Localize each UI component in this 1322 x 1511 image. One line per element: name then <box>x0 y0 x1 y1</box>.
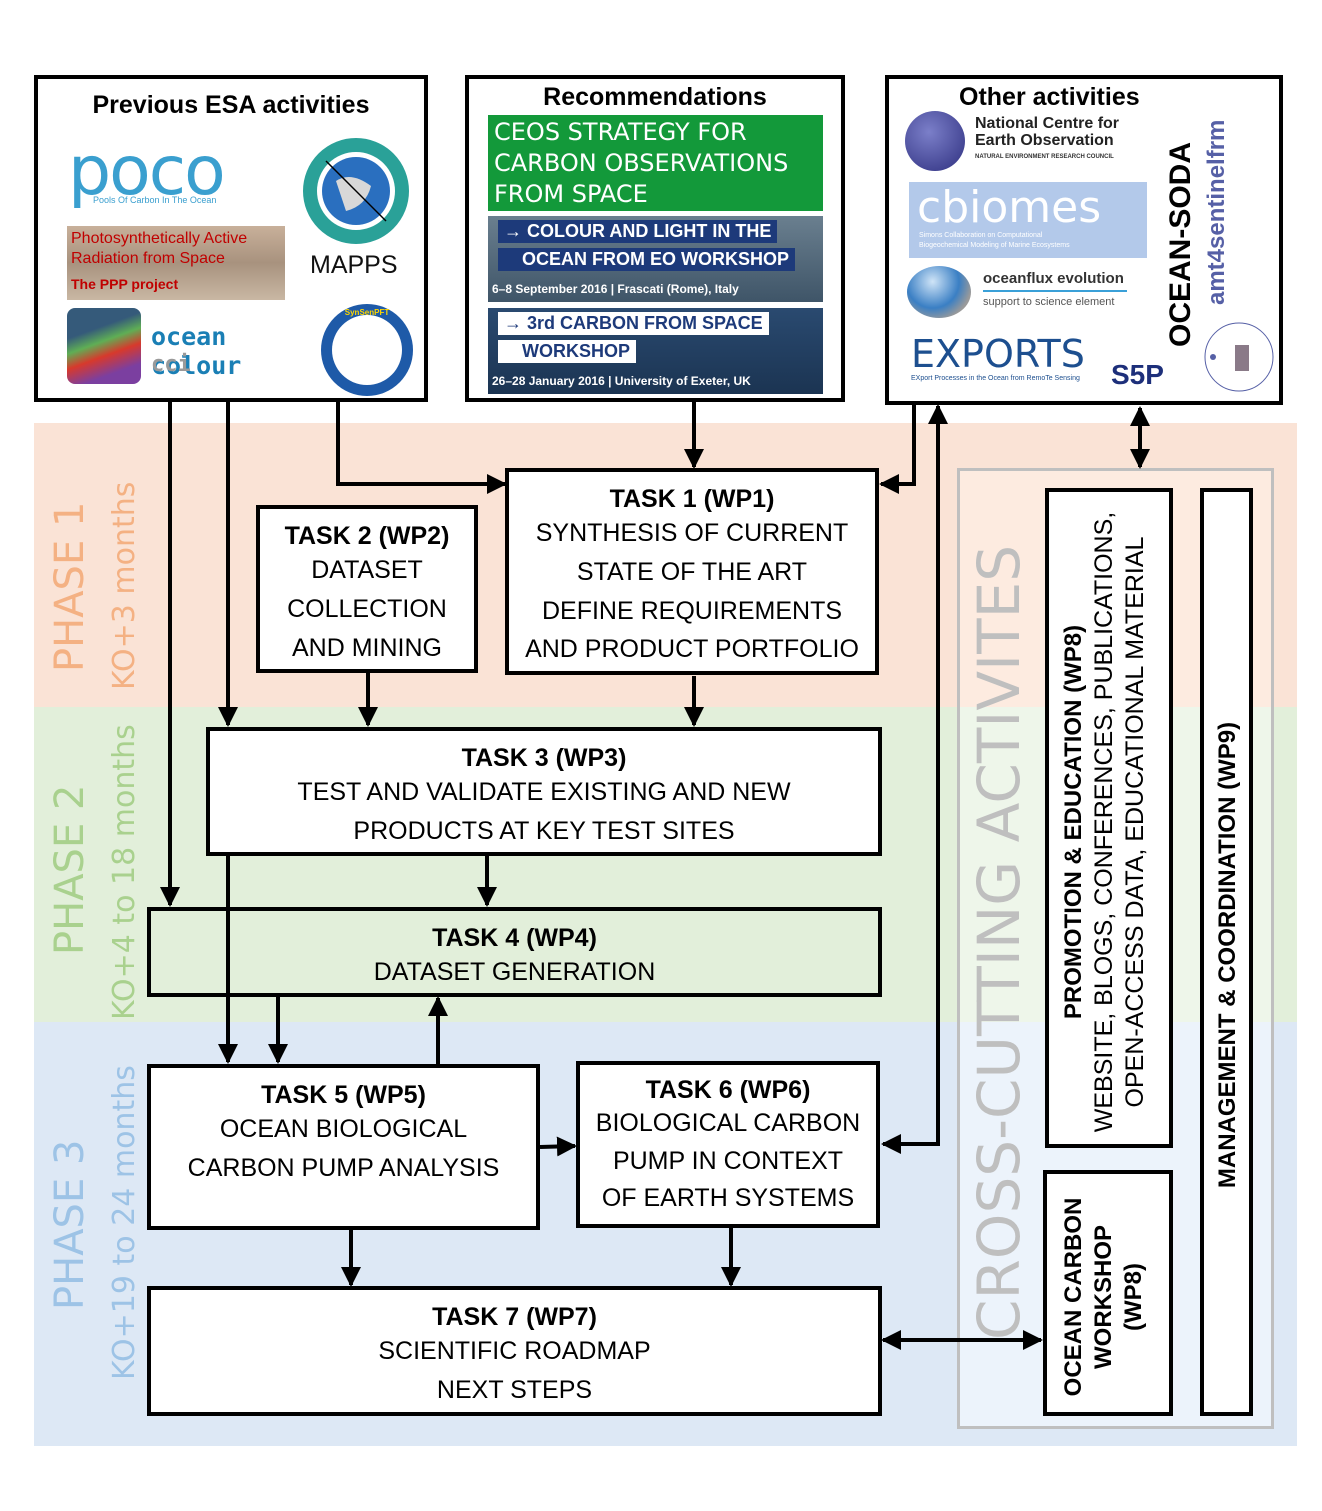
task-4-line1: DATASET GENERATION <box>373 958 656 986</box>
oceanflux-globe-icon <box>907 266 971 318</box>
oceanflux-logo[interactable]: oceanflux evolution support to science e… <box>907 264 1147 324</box>
nceo-sub: NATURAL ENVIRONMENT RESEARCH COUNCIL <box>975 154 1114 160</box>
synsenpft-inner-icon <box>332 315 402 385</box>
nceo-globe-icon <box>905 111 965 171</box>
colour-light-line2: OCEAN FROM EO WORKSHOP <box>498 248 796 271</box>
cbiomes-sub2: Biogeochemical Modeling of Marine Ecosys… <box>919 242 1070 249</box>
poco-logo-text: poco <box>68 132 226 211</box>
previous-esa-activities-box: Previous ESA activities poco Pools Of Ca… <box>34 75 428 402</box>
amt-antenna-icon <box>1204 322 1274 392</box>
task-6-line3: OF EARTH SYSTEMS <box>601 1184 855 1212</box>
management-coordination-box[interactable]: MANAGEMENT & COORDINATION (WP9) <box>1200 488 1253 1416</box>
cbiomes-logo[interactable]: cbiomes Simons Collaboration on Computat… <box>909 182 1147 258</box>
task-5-box[interactable]: TASK 5 (WP5) OCEAN BIOLOGICAL CARBON PUM… <box>147 1064 540 1230</box>
task-6-line2: PUMP IN CONTEXT <box>612 1146 844 1175</box>
other-activities-title: Other activities <box>959 83 1140 111</box>
ocean-soda-logo[interactable]: OCEAN-SODA <box>1164 141 1197 347</box>
recommendations-title: Recommendations <box>543 83 767 111</box>
arrow-task6-to-other <box>881 404 948 1154</box>
task-3-line1: TEST AND VALIDATE EXISTING AND NEW <box>297 778 791 806</box>
task-4-box[interactable]: TASK 4 (WP4) DATASET GENERATION <box>147 907 882 997</box>
ocean-colour-cci-logo[interactable]: ocean colour cci <box>67 308 317 388</box>
task-6-line1: BIOLOGICAL CARBON <box>595 1109 861 1137</box>
previous-esa-title: Previous ESA activities <box>92 91 370 119</box>
colour-light-date: 6–8 September 2016 | Frascati (Rome), It… <box>492 282 739 296</box>
task-5-line2: CARBON PUMP ANALYSIS <box>187 1153 500 1182</box>
exports-sub: EXport Processes in the Ocean from RemoT… <box>911 375 1080 382</box>
ceos-line3: FROM SPACE <box>494 180 648 208</box>
task-7-line2: NEXT STEPS <box>436 1375 593 1404</box>
task-1-title: TASK 1 (WP1) <box>609 485 775 513</box>
occci-name: ocean colour <box>151 322 242 380</box>
nceo-line1: National Centre for <box>975 115 1120 132</box>
mapps-text: MAPPS <box>310 251 398 279</box>
task-7-box[interactable]: TASK 7 (WP7) SCIENTIFIC ROADMAP NEXT STE… <box>147 1286 882 1416</box>
poco-tagline: Pools Of Carbon In The Ocean <box>93 195 217 205</box>
ppp-line3: The PPP project <box>71 276 179 292</box>
task-1-line4: AND PRODUCT PORTFOLIO <box>525 635 859 664</box>
task-2-line3: AND MINING <box>292 633 442 662</box>
task-5-line1: OCEAN BIOLOGICAL <box>219 1115 468 1143</box>
oceanflux-name: oceanflux evolution <box>983 270 1124 287</box>
task-2-line2: COLLECTION <box>287 594 447 623</box>
carbon-space-line2: WORKSHOP <box>498 340 636 363</box>
ocean-carbon-workshop-box[interactable]: OCEAN CARBON WORKSHOP (WP8) <box>1043 1170 1173 1416</box>
cross-cutting-panel <box>957 468 1274 1429</box>
task-4-title: TASK 4 (WP4) <box>432 924 597 952</box>
carbon-from-space-banner[interactable]: → 3rd CARBON FROM SPACE WORKSHOP 26–28 J… <box>488 308 823 394</box>
ceos-line2: CARBON OBSERVATIONS <box>494 149 789 177</box>
task-2-title: TASK 2 (WP2) <box>284 522 450 550</box>
task-3-box[interactable]: TASK 3 (WP3) TEST AND VALIDATE EXISTING … <box>206 727 882 856</box>
cbiomes-name: cbiomes <box>917 182 1102 233</box>
nceo-logo[interactable]: National Centre for Earth Observation NA… <box>905 111 1145 175</box>
mapps-globe-icon <box>303 138 409 244</box>
task-3-title: TASK 3 (WP3) <box>461 744 627 772</box>
exports-logo[interactable]: EXPORTS EXport Processes in the Ocean fr… <box>911 333 1111 395</box>
task-1-line2: STATE OF THE ART <box>576 557 808 586</box>
amt4sentinelfrm-logo[interactable]: amt4sentinelfrm <box>1203 119 1230 305</box>
task-5-title: TASK 5 (WP5) <box>261 1081 426 1109</box>
colour-light-workshop-banner[interactable]: → COLOUR AND LIGHT IN THE OCEAN FROM EO … <box>488 216 823 302</box>
synsenpft-logo[interactable]: SynSenPFT <box>321 304 413 396</box>
task-1-line1: SYNTHESIS OF CURRENT <box>535 519 849 547</box>
arrow-prev-to-task1 <box>336 400 507 494</box>
ppp-project-logo[interactable]: Photosynthetically Active Radiation from… <box>67 226 285 300</box>
ceos-line1: CEOS STRATEGY FOR <box>494 118 747 146</box>
ceos-strategy-banner[interactable]: CEOS STRATEGY FOR CARBON OBSERVATIONS FR… <box>488 115 823 211</box>
arrow-other-to-task1 <box>879 402 916 494</box>
colour-light-line1: → COLOUR AND LIGHT IN THE <box>498 220 778 243</box>
poco-logo[interactable]: poco Pools Of Carbon In The Ocean <box>68 137 284 215</box>
arrow-task5-to-task6 <box>539 1136 577 1157</box>
nceo-line2: Earth Observation <box>975 132 1114 149</box>
recommendations-box: Recommendations CEOS STRATEGY FOR CARBON… <box>465 75 845 402</box>
exports-name: EXPORTS <box>911 332 1085 376</box>
carbon-space-line1: → 3rd CARBON FROM SPACE <box>498 312 769 335</box>
task-3-line2: PRODUCTS AT KEY TEST SITES <box>353 816 735 845</box>
ocean-colour-map-icon <box>67 308 141 384</box>
carbon-space-date: 26–28 January 2016 | University of Exete… <box>492 374 751 388</box>
oceanflux-underline <box>983 290 1127 292</box>
mapps-logo[interactable]: MAPPS <box>296 131 416 291</box>
occci-sub: cci <box>151 352 191 377</box>
oceanflux-sub: support to science element <box>983 296 1115 308</box>
ppp-line2: Radiation from Space <box>71 250 225 267</box>
promotion-education-box[interactable]: PROMOTION & EDUCATION (WP8) WEBSITE, BLO… <box>1045 488 1173 1148</box>
task-6-title: TASK 6 (WP6) <box>645 1076 811 1104</box>
task-1-box[interactable]: TASK 1 (WP1) SYNTHESIS OF CURRENT STATE … <box>505 468 879 675</box>
task-6-box[interactable]: TASK 6 (WP6) BIOLOGICAL CARBON PUMP IN C… <box>576 1061 880 1228</box>
ppp-line1: Photosynthetically Active <box>71 230 248 247</box>
task-2-line1: DATASET <box>311 556 423 584</box>
task-1-line3: DEFINE REQUIREMENTS <box>541 596 843 625</box>
task-2-box[interactable]: TASK 2 (WP2) DATASET COLLECTION AND MINI… <box>256 505 478 673</box>
synsenpft-text: SynSenPFT <box>344 308 390 317</box>
s5p-logo[interactable]: S5P <box>1111 359 1164 390</box>
task-7-title: TASK 7 (WP7) <box>432 1303 597 1331</box>
task-7-line1: SCIENTIFIC ROADMAP <box>378 1337 651 1365</box>
other-activities-box: Other activities National Centre for Ear… <box>885 75 1283 405</box>
cbiomes-sub1: Simons Collaboration on Computational <box>919 232 1043 239</box>
